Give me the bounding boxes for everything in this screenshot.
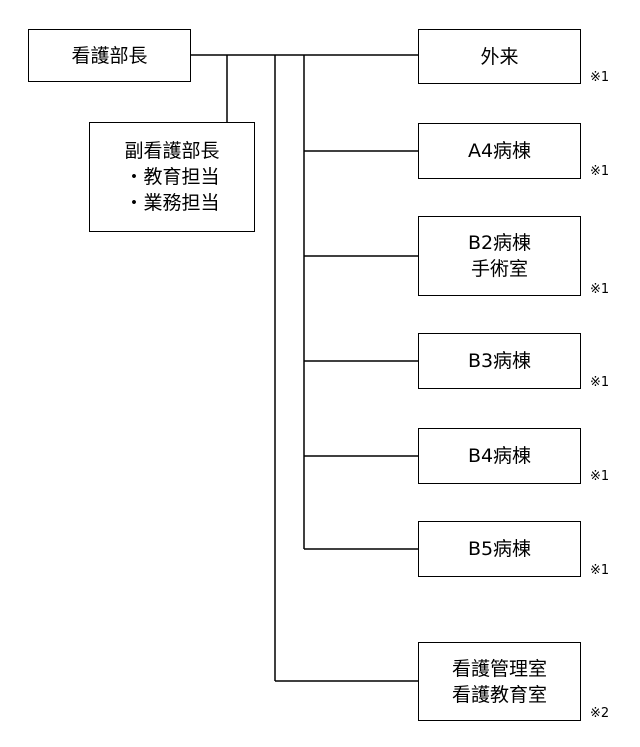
unit-note: ※1: [590, 164, 610, 179]
unit-box-nursing-admin: 看護管理室 看護教育室: [418, 642, 581, 721]
head-label: 看護部長: [71, 44, 148, 67]
unit-note: ※1: [590, 70, 610, 85]
unit-box-b5-ward: B5病棟: [418, 521, 581, 577]
unit-label: A4病棟: [467, 140, 532, 162]
deputy-duty-operations: ・業務担当: [124, 192, 220, 214]
deputy-duty-education: ・教育担当: [124, 166, 220, 188]
deputy-box: 副看護部長 ・教育担当 ・業務担当: [89, 122, 255, 232]
unit-label: 看護教育室: [451, 683, 547, 706]
unit-note: ※2: [590, 706, 610, 721]
deputy-title: 副看護部長: [124, 140, 220, 162]
unit-label: B2病棟: [467, 232, 532, 254]
unit-note: ※1: [590, 469, 610, 484]
unit-box-a4-ward: A4病棟: [418, 123, 581, 179]
unit-label: B3病棟: [467, 350, 532, 372]
unit-box-outpatient: 外来: [418, 29, 581, 84]
unit-label: B5病棟: [467, 538, 532, 560]
unit-label: 手術室: [470, 258, 528, 280]
unit-box-b2-ward: B2病棟 手術室: [418, 216, 581, 296]
unit-label: B4病棟: [467, 445, 532, 467]
unit-box-b4-ward: B4病棟: [418, 428, 581, 484]
head-box: 看護部長: [28, 29, 191, 82]
unit-note: ※1: [590, 282, 610, 297]
unit-note: ※1: [590, 563, 610, 578]
unit-box-b3-ward: B3病棟: [418, 333, 581, 389]
unit-label: 外来: [480, 45, 519, 68]
unit-note: ※1: [590, 375, 610, 390]
unit-label: 看護管理室: [451, 657, 547, 680]
